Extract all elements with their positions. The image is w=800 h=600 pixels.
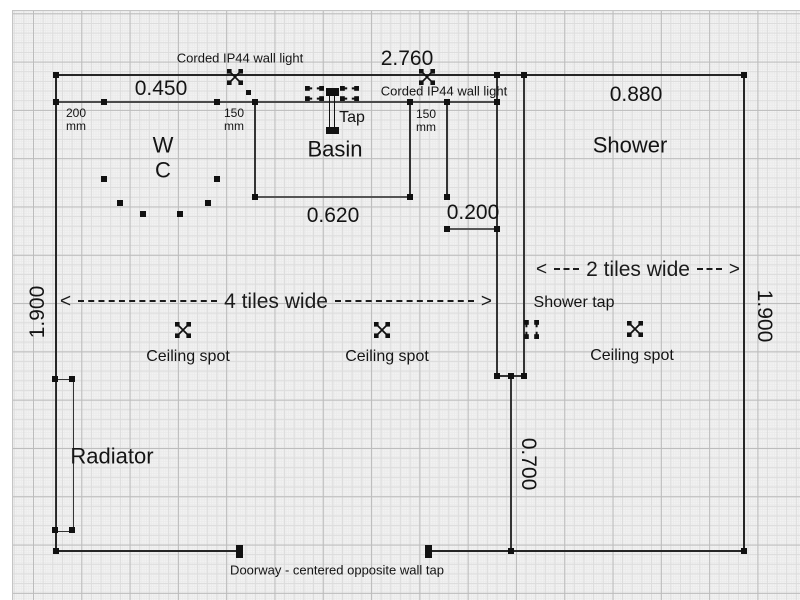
endpoint-handle (51, 526, 59, 534)
recess-divider-line[interactable] (446, 102, 448, 197)
dashed-line (78, 300, 218, 302)
tap-valve-left-marker[interactable] (304, 85, 324, 101)
basin-side-right[interactable] (409, 102, 411, 197)
dim-shower-width[interactable]: 0.880 (609, 83, 663, 107)
endpoint-handle (139, 210, 147, 218)
endpoint-handle (493, 372, 501, 380)
wall-light-marker-1[interactable] (227, 69, 243, 85)
dim-gap-wc-left[interactable]: 200 mm (66, 106, 87, 134)
endpoint-handle (251, 98, 259, 106)
ceiling-spot-marker-2[interactable] (374, 322, 390, 338)
endpoint-handle (52, 71, 60, 79)
wall-right[interactable] (743, 75, 745, 552)
endpoint-handle (52, 98, 60, 106)
doorway-stop (424, 544, 432, 558)
shower-tap-marker[interactable] (523, 319, 539, 339)
label-ceiling-spot-2[interactable]: Ceiling spot (345, 348, 429, 366)
tile-width-arrow-main[interactable]: <4 tiles wide > (60, 288, 492, 314)
endpoint-handle (520, 71, 528, 79)
endpoint-handle (51, 375, 59, 383)
shower-partition-right[interactable] (523, 75, 525, 376)
endpoint-handle (116, 199, 124, 207)
ceiling-spot-marker-1[interactable] (175, 322, 191, 338)
arrowhead-left: < (60, 290, 72, 312)
label-ceiling-spot-3[interactable]: Ceiling spot (590, 347, 674, 365)
dashed-line (334, 300, 474, 302)
label-basin[interactable]: Basin (307, 136, 363, 162)
leader-dot (245, 89, 251, 95)
ceiling-spot-marker-3[interactable] (627, 321, 643, 337)
dim-gap-wc-right[interactable]: 150 mm (224, 106, 245, 134)
endpoint-handle (68, 375, 76, 383)
endpoint-handle (507, 547, 515, 555)
label-wc[interactable]: W C (152, 132, 174, 182)
endpoint-handle (204, 199, 212, 207)
label-shower[interactable]: Shower (592, 132, 668, 158)
arrowhead-left: < (536, 258, 548, 280)
endpoint-handle (213, 98, 221, 106)
label-doorway[interactable]: Doorway - centered opposite wall tap (230, 562, 444, 578)
endpoint-handle (100, 175, 108, 183)
endpoint-handle (443, 193, 451, 201)
label-wall-light-2[interactable]: Corded IP44 wall light (380, 83, 508, 99)
dim-recess-width[interactable]: 0.200 (446, 201, 500, 225)
dim-shower-screen[interactable]: 0.700 (516, 437, 540, 491)
endpoint-handle (68, 526, 76, 534)
label-shower-tap[interactable]: Shower tap (533, 294, 615, 312)
basin-front-dim-line[interactable] (255, 196, 410, 198)
tap-valve-right-marker[interactable] (339, 85, 359, 101)
endpoint-handle (507, 372, 515, 380)
endpoint-handle (493, 225, 501, 233)
endpoint-handle (406, 98, 414, 106)
dim-room-depth-right[interactable]: 1.900 (752, 289, 776, 343)
wall-top[interactable] (56, 74, 745, 76)
endpoint-handle (100, 98, 108, 106)
wall-light-marker-2[interactable] (419, 69, 435, 85)
tap-symbol[interactable] (325, 88, 339, 134)
tile-width-arrow-shower[interactable]: <2 tiles wide > (536, 256, 740, 282)
arrowhead-right: > (728, 258, 741, 280)
basin-side-left[interactable] (254, 102, 256, 197)
shower-screen-line[interactable] (510, 376, 512, 551)
dim-wc-width[interactable]: 0.450 (134, 77, 188, 101)
dashed-line (554, 268, 580, 270)
arrow-label: 2 tiles wide (586, 257, 690, 281)
label-radiator[interactable]: Radiator (70, 443, 154, 469)
endpoint-handle (406, 193, 414, 201)
dim-room-depth-left[interactable]: 1.900 (26, 285, 50, 339)
arrow-label: 4 tiles wide (224, 289, 328, 313)
wall-left[interactable] (55, 75, 57, 552)
dashed-line (696, 268, 722, 270)
endpoint-handle (176, 210, 184, 218)
endpoint-handle (740, 547, 748, 555)
dim-line-0200[interactable] (447, 228, 497, 230)
endpoint-handle (740, 71, 748, 79)
label-ceiling-spot-1[interactable]: Ceiling spot (146, 348, 230, 366)
wall-bottom-left-of-doorway[interactable] (56, 550, 239, 552)
dim-room-width[interactable]: 2.760 (380, 47, 434, 71)
endpoint-handle (251, 193, 259, 201)
endpoint-handle (443, 225, 451, 233)
label-tap[interactable]: Tap (339, 109, 365, 127)
dim-gap-basin-right[interactable]: 150 mm (416, 107, 437, 135)
label-wall-light-1[interactable]: Corded IP44 wall light (176, 50, 304, 66)
dim-basin-width[interactable]: 0.620 (306, 204, 360, 228)
arrowhead-right: > (480, 290, 493, 312)
endpoint-handle (52, 547, 60, 555)
endpoint-handle (493, 71, 501, 79)
wall-bottom-right-of-doorway[interactable] (428, 550, 744, 552)
doorway-stop (235, 544, 243, 558)
grid-paper (12, 10, 800, 600)
shower-partition-left[interactable] (496, 75, 498, 376)
endpoint-handle (520, 372, 528, 380)
endpoint-handle (443, 98, 451, 106)
radiator-body[interactable] (55, 379, 74, 532)
endpoint-handle (213, 175, 221, 183)
vanity-edge-line[interactable] (56, 101, 497, 103)
endpoint-handle (493, 98, 501, 106)
